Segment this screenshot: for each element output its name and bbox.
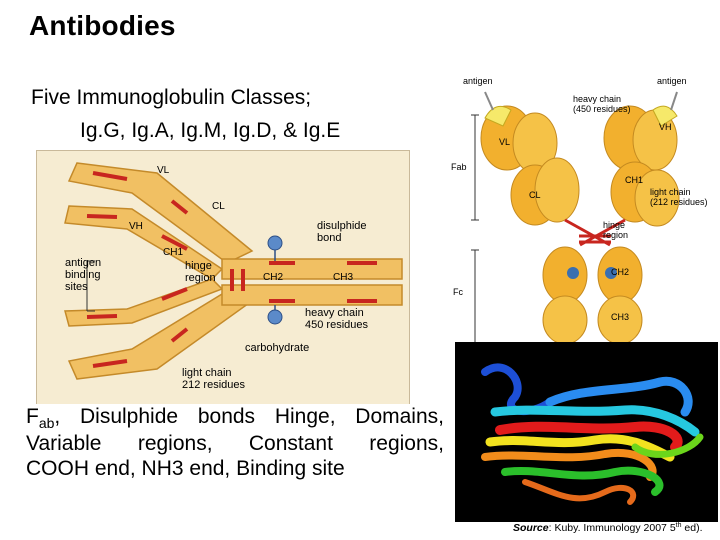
subtitle-line-2: Ig.G, Ig.A, Ig.M, Ig.D, & Ig.E xyxy=(80,119,341,142)
domain-ch2-left xyxy=(542,246,588,304)
label-antigen: antigen xyxy=(65,257,101,269)
antibody-domain-diagram: antigen antigen heavy chain (450 residue… xyxy=(445,70,720,345)
carbohydrate-icon xyxy=(267,309,283,325)
ribbon-strand xyxy=(481,363,554,416)
label-bond: bond xyxy=(317,232,341,244)
label-cl: CL xyxy=(212,201,225,212)
ribbon-strand xyxy=(501,466,664,496)
caption-line-3: COOH end, NH3 end, Binding site xyxy=(26,457,345,480)
antibody-domain-svg: antigen antigen heavy chain (450 residue… xyxy=(451,76,708,345)
domain-cl-right xyxy=(634,169,680,227)
domain-ch3-left xyxy=(542,295,588,345)
label-region: region xyxy=(603,230,628,240)
label-cl: CL xyxy=(529,190,541,200)
label-ch3: CH3 xyxy=(611,312,629,322)
ribbon-strand xyxy=(495,421,683,452)
antigen-site-left xyxy=(484,105,512,127)
ribbon-strand xyxy=(522,479,637,505)
label-ch1: CH1 xyxy=(163,247,183,258)
label-heavy-chain: heavy chain xyxy=(573,94,621,104)
label-vl: VL xyxy=(499,137,510,147)
label-light-residues: 212 residues xyxy=(182,379,245,391)
subtitle-line-1: Five Immunoglobulin Classes; xyxy=(31,86,312,109)
disulphide-bonds xyxy=(86,171,377,368)
label-light-chain: light chain xyxy=(182,367,232,379)
source-citation: Source: Kuby. Immunology 2007 5th ed). xyxy=(513,522,703,534)
label-ch2: CH2 xyxy=(263,272,283,283)
caption-line-2: Variable regions, Constant regions, xyxy=(26,432,444,455)
label-heavy-residues: 450 residues xyxy=(305,319,368,331)
label-ch2: CH2 xyxy=(611,267,629,277)
label-light-chain: light chain xyxy=(650,187,691,197)
antigen-site-right xyxy=(652,105,678,127)
label-disulphide: disulphide xyxy=(317,220,367,232)
protein-ribbon-structure xyxy=(455,342,718,522)
label-light-residues: (212 residues) xyxy=(650,197,708,207)
subscript-ab: ab xyxy=(38,415,55,431)
domain-ch1-left xyxy=(534,157,580,223)
protein-ribbon-svg xyxy=(481,363,704,505)
antibody-diagram-svg: VL CL VH CH1 CH2 CH3 disulphide bond ant… xyxy=(64,162,403,391)
label-heavy-chain: heavy chain xyxy=(305,307,364,319)
ribbon-strand xyxy=(545,376,693,417)
carbohydrate-icon xyxy=(567,267,579,279)
caption-text: Fab, Disulphide bonds Hinge, Domains, Va… xyxy=(24,404,444,481)
label-antigen-left: antigen xyxy=(463,76,493,86)
ribbon-strand xyxy=(485,434,675,462)
label-carbohydrate: carbohydrate xyxy=(245,342,309,354)
label-binding: binding xyxy=(65,269,100,281)
ribbon-strand xyxy=(481,448,657,481)
antibody-structure-diagram: VL CL VH CH1 CH2 CH3 disulphide bond ant… xyxy=(36,150,410,407)
label-hinge: hinge xyxy=(603,220,625,230)
ribbon-strand xyxy=(490,405,700,437)
ribbon-strand xyxy=(631,433,704,458)
label-fc: Fc xyxy=(453,287,463,297)
label-vl: VL xyxy=(157,165,170,176)
label-fab: Fab xyxy=(451,162,467,172)
label-region: region xyxy=(185,272,216,284)
carbohydrate-icon xyxy=(267,235,283,251)
label-ch3: CH3 xyxy=(333,272,353,283)
slide-title: Antibodies xyxy=(29,10,176,41)
label-sites: sites xyxy=(65,281,88,293)
label-ch1: CH1 xyxy=(625,175,643,185)
label-hinge: hinge xyxy=(185,260,212,272)
label-vh: VH xyxy=(129,221,143,232)
carbohydrate-icon xyxy=(605,267,617,279)
caption-line-1: Fab, Disulphide bonds Hinge, Domains, xyxy=(26,405,444,431)
label-heavy-residues: (450 residues) xyxy=(573,104,631,114)
label-antigen-right: antigen xyxy=(657,76,687,86)
label-vh: VH xyxy=(659,122,672,132)
